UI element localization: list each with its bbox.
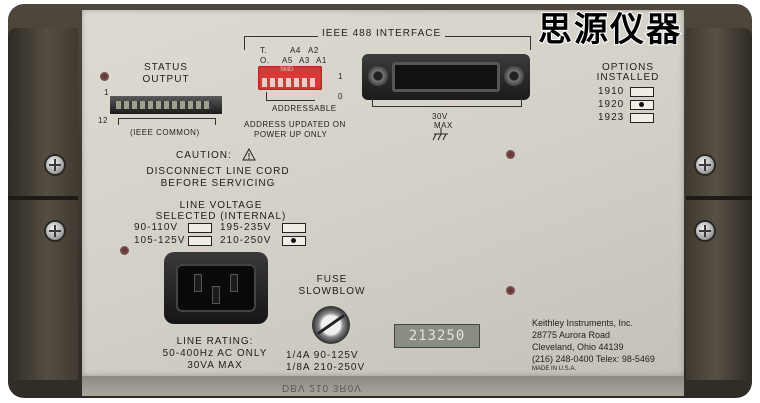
screw-icon: [46, 156, 64, 174]
address-note-2: POWER UP ONLY: [254, 130, 328, 139]
manufacturer-phone: (216) 248-0400 Telex: 98-5469: [532, 354, 655, 364]
manufacturer-name: Keithley Instruments, Inc.: [532, 318, 634, 328]
selected-dot-icon: [639, 102, 644, 107]
serial-number-plate: 213250: [394, 324, 480, 348]
dip-label-a3: A3: [299, 56, 310, 65]
warning-icon: [242, 148, 256, 161]
interface-bracket-right: [530, 36, 531, 50]
status-pin-12: 12: [98, 116, 108, 125]
power-pin: [194, 274, 202, 292]
dip-switch-toggle[interactable]: [310, 78, 315, 87]
connector-standoff: [368, 66, 388, 86]
caution-line-2: BEFORE SERVICING: [160, 178, 276, 189]
dip-state-1: 1: [338, 72, 343, 81]
line-voltage-title-1: LINE VOLTAGE: [179, 200, 263, 211]
options-title-1: OPTIONS: [601, 62, 654, 73]
option-1923: 1923: [598, 112, 625, 123]
fuse-rating-2: 1/8A 210-250V: [286, 362, 366, 373]
dip-label-a1: A1: [316, 56, 327, 65]
caution-title: CAUTION:: [176, 150, 232, 161]
dip-label-a4: A4: [290, 46, 301, 55]
mounting-hole: [100, 72, 109, 81]
option-1920: 1920: [598, 99, 625, 110]
left-rail-seam: [8, 196, 78, 200]
dip-label-o: O.: [260, 56, 270, 65]
watermark: 思源仪器: [537, 9, 682, 51]
screw-icon: [46, 222, 64, 240]
line-rating-line-2: 30VA MAX: [187, 360, 243, 371]
dip-switch-toggle[interactable]: [286, 78, 291, 87]
line-rating-line-1: 50-400Hz AC ONLY: [162, 348, 268, 359]
ieee-common-label: (IEEE COMMON): [130, 128, 200, 137]
mounting-hole: [506, 150, 515, 159]
voltage-option-210-250: 210-250V: [220, 235, 272, 246]
voltage-option-195-235: 195-235V: [220, 222, 272, 233]
line-voltage-title-2: SELECTED (INTERNAL): [155, 211, 287, 222]
voltage-option-105-125: 105-125V: [134, 235, 186, 246]
dip-switch-toggle[interactable]: [262, 78, 267, 87]
option-box-1910: [630, 87, 654, 97]
status-connector-pins: [116, 101, 212, 109]
caution-line-1: DISCONNECT LINE CORD: [146, 166, 290, 177]
screw-icon: [696, 222, 714, 240]
dip-label-t: T.: [260, 46, 268, 55]
dip-label-a2: A2: [308, 46, 319, 55]
addressable-bracket: [266, 92, 315, 101]
voltage-box-105-125: [188, 236, 212, 246]
option-1910: 1910: [598, 86, 625, 97]
voltage-limit-2: MAX: [434, 121, 453, 130]
mounting-hole: [506, 286, 515, 295]
voltage-limit-1: 30V: [432, 112, 448, 121]
dip-state-0: 0: [338, 92, 343, 101]
voltage-box-210-250-selected: [282, 236, 306, 246]
mounting-hole: [120, 246, 129, 255]
voltage-box-90-110: [188, 223, 212, 233]
mirrored-strip-text: DBV 210 3R0V: [282, 382, 362, 393]
power-pin: [212, 286, 220, 304]
fuse-title-1: FUSE: [316, 274, 348, 285]
interface-bracket-left: [244, 36, 245, 50]
address-note-1: ADDRESS UPDATED ON: [244, 120, 346, 129]
addressable-label: ADDRESSABLE: [272, 104, 337, 113]
manufacturer-street: 28775 Aurora Road: [532, 330, 611, 340]
status-pin-1: 1: [104, 88, 109, 97]
options-title-2: INSTALLED: [596, 72, 660, 83]
connector-bracket: [372, 98, 522, 107]
dip-switch-toggle[interactable]: [270, 78, 275, 87]
option-box-1923: [630, 113, 654, 123]
dip-switch-toggle[interactable]: [278, 78, 283, 87]
dip-brand: SMD: [280, 67, 294, 73]
power-pin: [230, 274, 238, 292]
left-handle-rail: [8, 28, 78, 380]
line-rating-title: LINE RATING:: [176, 336, 254, 347]
voltage-box-195-235: [282, 223, 306, 233]
status-bracket: [118, 118, 216, 125]
right-rail-seam: [686, 196, 752, 200]
fuse-title-2: SLOWBLOW: [298, 286, 366, 297]
ieee-interface-title: IEEE 488 INTERFACE: [318, 28, 446, 39]
status-output-title-1: STATUS: [144, 62, 188, 73]
bottom-strip: DBV 210 3R0V: [82, 376, 684, 396]
status-output-title-2: OUTPUT: [142, 74, 190, 85]
manufacturer-city: Cleveland, Ohio 44139: [532, 342, 624, 352]
selected-dot-icon: [291, 238, 296, 243]
dip-label-a5: A5: [282, 56, 293, 65]
option-box-1920-selected: [630, 100, 654, 110]
ieee488-socket: [392, 62, 500, 92]
made-in-label: MADE IN U.S.A.: [532, 366, 577, 372]
screw-icon: [696, 156, 714, 174]
connector-standoff: [504, 66, 524, 86]
voltage-option-90-110: 90-110V: [134, 222, 179, 233]
dip-switch-toggle[interactable]: [302, 78, 307, 87]
address-dip-switch[interactable]: SMD: [258, 66, 322, 90]
chassis-ground-icon: [432, 128, 448, 141]
dip-switch-toggle[interactable]: [294, 78, 299, 87]
right-handle-rail: [686, 28, 752, 380]
fuse-rating-1: 1/4A 90-125V: [286, 350, 359, 361]
